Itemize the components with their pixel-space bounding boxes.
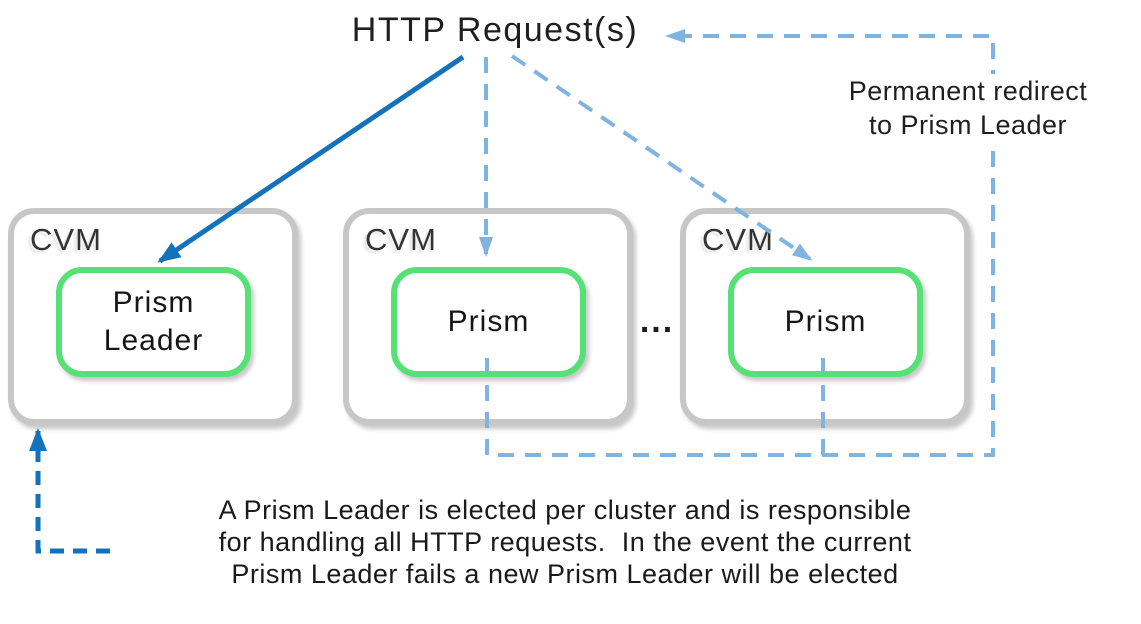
prism-node-3: Prism bbox=[728, 267, 923, 377]
cvm-label-1: CVM bbox=[30, 222, 102, 257]
prism-node-2-label: Prism bbox=[447, 305, 530, 338]
redirect-note: Permanent redirect to Prism Leader bbox=[800, 74, 1136, 142]
cvm-box-1: CVM Prism Leader bbox=[8, 208, 298, 425]
cvm-label-2: CVM bbox=[365, 222, 437, 257]
cvm-box-3: CVM Prism bbox=[680, 208, 970, 425]
cvm-box-2: CVM Prism bbox=[343, 208, 633, 425]
prism-leader-node: Prism Leader bbox=[56, 267, 251, 377]
caption-line-3: Prism Leader fails a new Prism Leader wi… bbox=[231, 559, 899, 589]
cvm-label-3: CVM bbox=[702, 222, 774, 257]
redirect-note-line-1: Permanent redirect bbox=[848, 76, 1088, 106]
prism-node-2: Prism bbox=[391, 267, 586, 377]
prism-leader-node-label: Prism Leader bbox=[103, 286, 204, 357]
diagram-title: HTTP Request(s) bbox=[351, 11, 639, 49]
more-nodes-ellipsis: ... bbox=[639, 302, 675, 340]
prism-node-3-label: Prism bbox=[784, 305, 867, 338]
diagram-caption: A Prism Leader is elected per cluster an… bbox=[85, 494, 1045, 590]
caption-line-2: for handling all HTTP requests. In the e… bbox=[218, 527, 912, 557]
caption-line-1: A Prism Leader is elected per cluster an… bbox=[218, 495, 912, 525]
redirect-note-line-2: to Prism Leader bbox=[868, 110, 1068, 140]
